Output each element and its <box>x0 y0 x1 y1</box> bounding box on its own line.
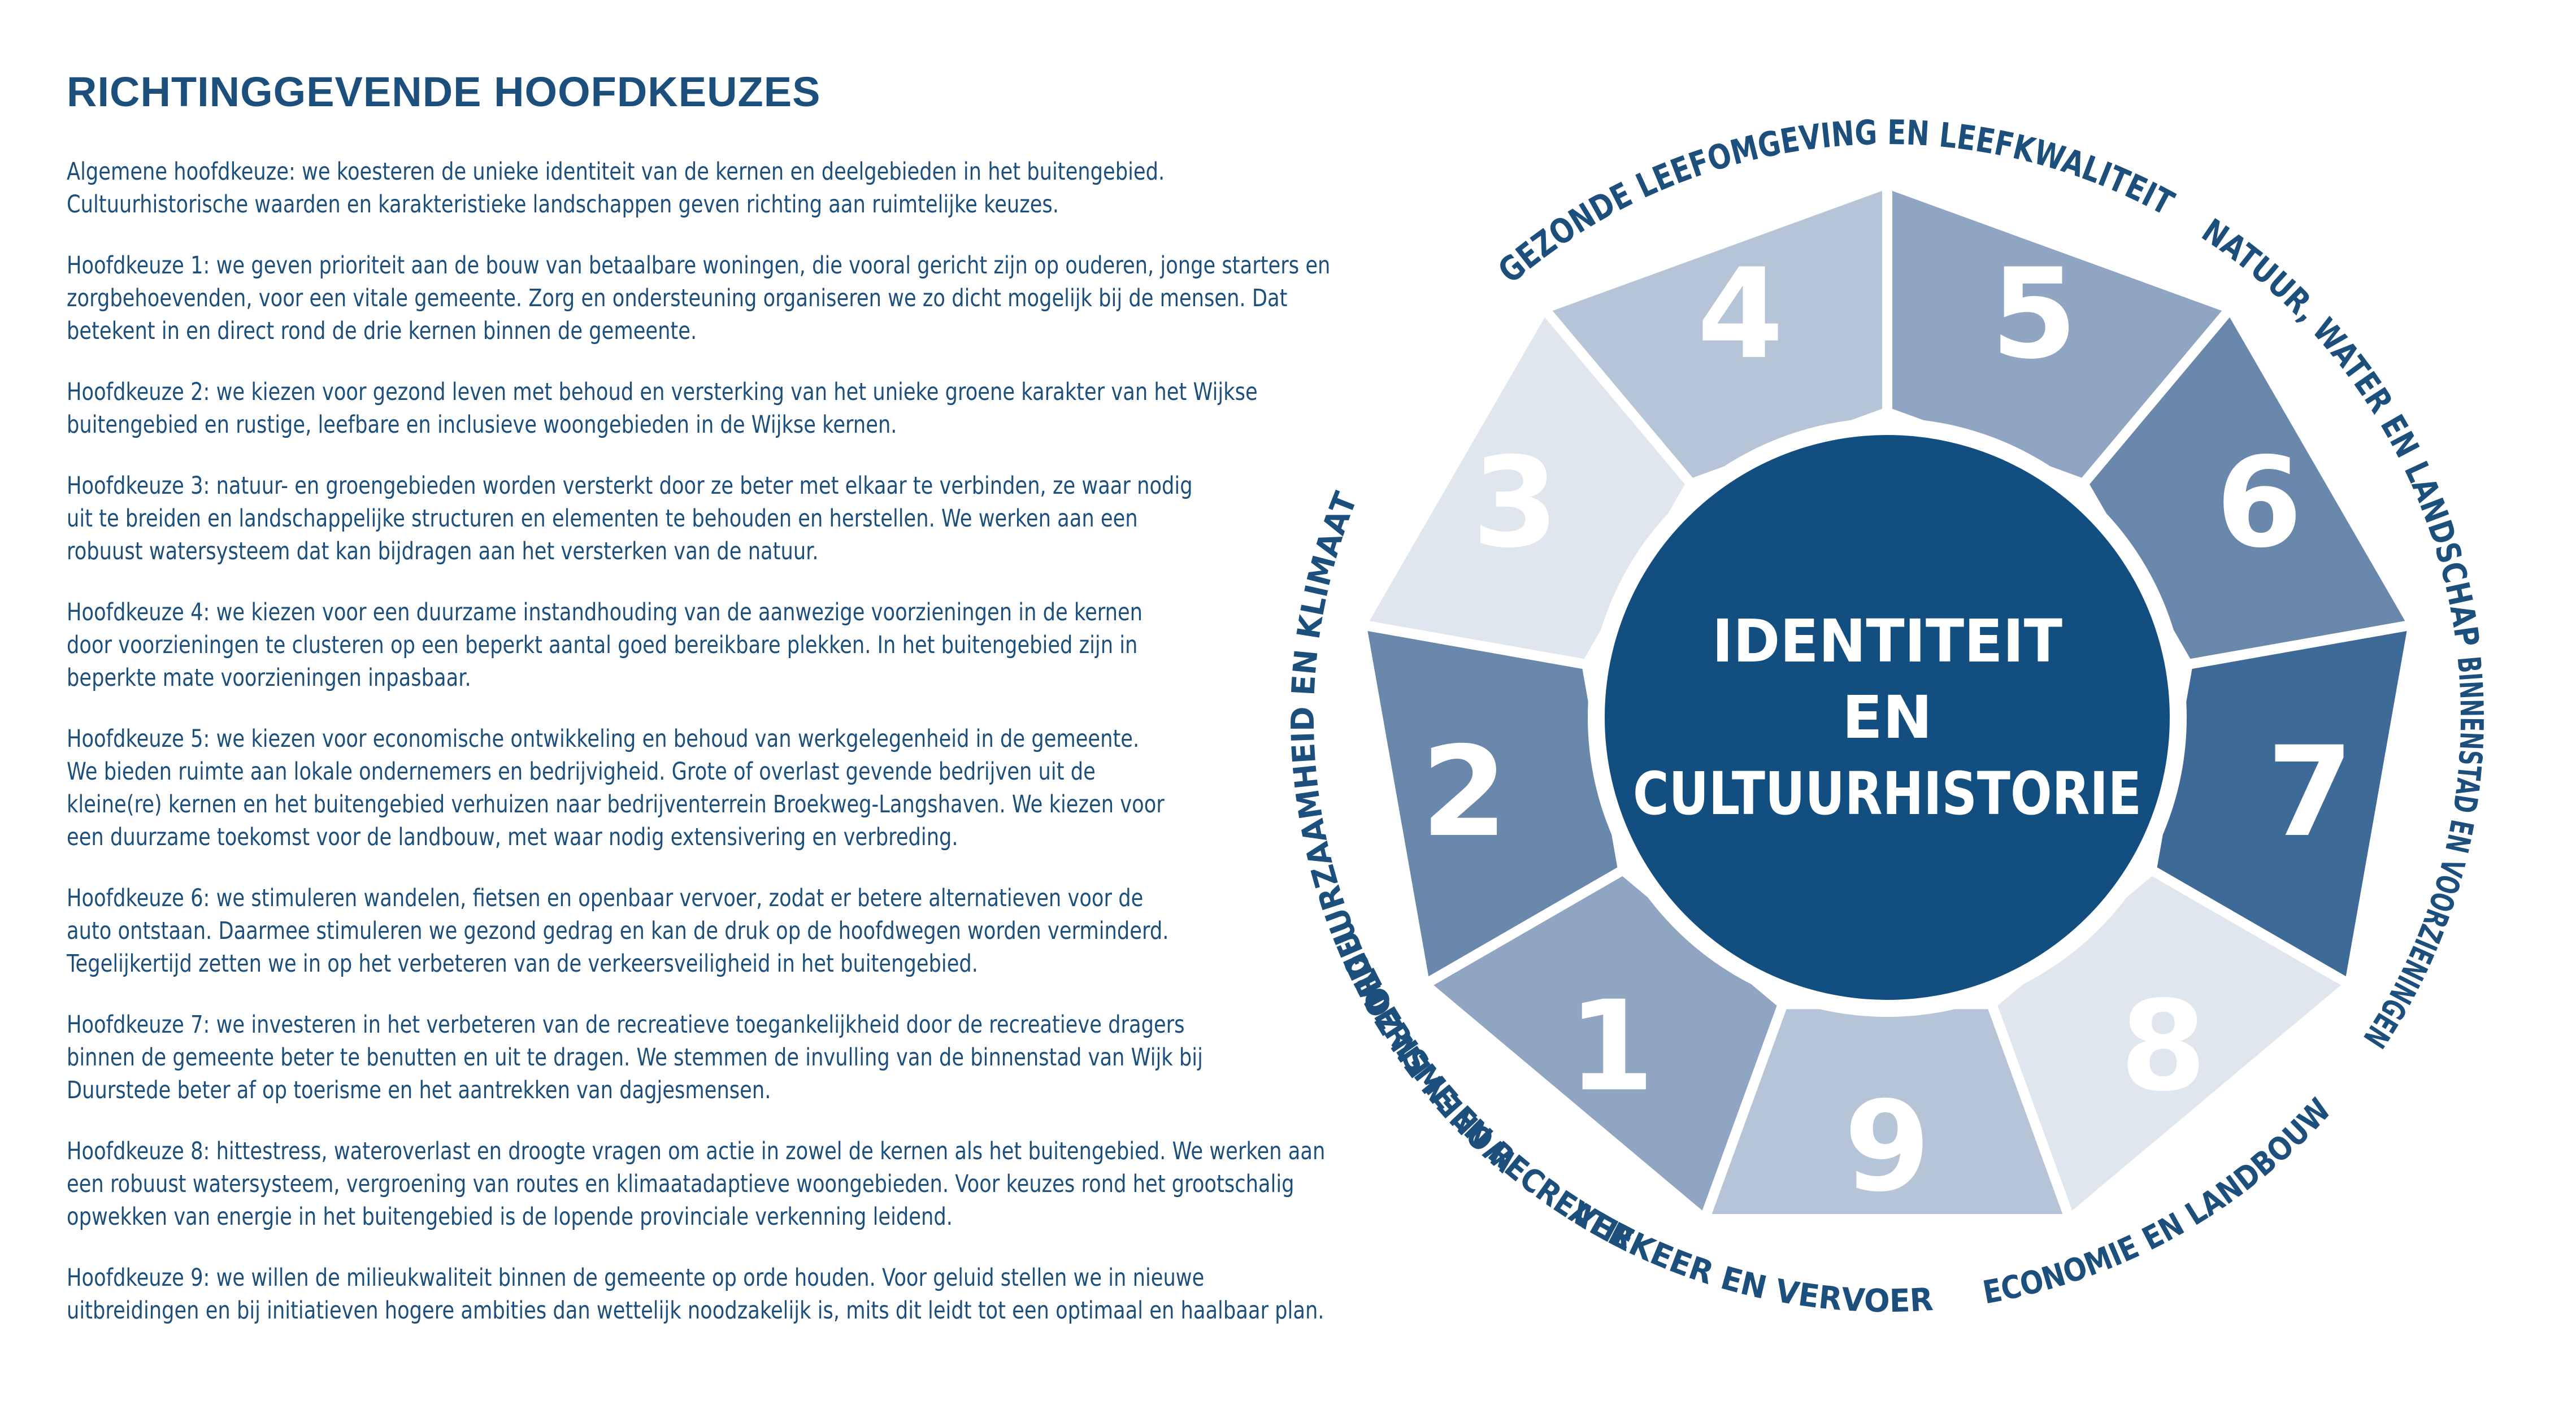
segment-number-3: 3 <box>1472 430 1558 575</box>
paragraph-2: Hoofdkeuze 2: we kiezen voor gezond leve… <box>67 376 1364 441</box>
paragraph-8: Hoofdkeuze 8: hittestress, wateroverlast… <box>67 1135 1364 1233</box>
segment-number-7: 7 <box>2267 720 2353 864</box>
paragraph-9: Hoofdkeuze 9: we willen de milieukwalite… <box>67 1261 1364 1327</box>
center-title-line: CULTUURHISTORIE <box>1633 759 2141 828</box>
paragraph-6: Hoofdkeuze 6: we stimuleren wandelen, fi… <box>67 882 1364 980</box>
paragraph-line: uitbreidingen en bij initiatieven hogere… <box>67 1296 1324 1325</box>
paragraph-line: We bieden ruimte aan lokale ondernemers … <box>67 758 1096 786</box>
paragraph-line: uit te breiden en landschappelijke struc… <box>67 504 1138 533</box>
paragraph-line: zorgbehoevenden, voor een vitale gemeent… <box>67 284 1288 312</box>
segment-number-5: 5 <box>1991 242 2077 386</box>
paragraph-line: binnen de gemeente beter te benutten en … <box>67 1043 1203 1072</box>
segment-number-9: 9 <box>1844 1074 1930 1219</box>
segment-number-8: 8 <box>2120 974 2206 1119</box>
segment-number-6: 6 <box>2216 430 2303 575</box>
paragraph-line: buitengebied en rustige, leefbare en inc… <box>67 411 897 439</box>
paragraph-0: Algemene hoofdkeuze: we koesteren de uni… <box>67 155 1364 221</box>
paragraph-line: Hoofdkeuze 2: we kiezen voor gezond leve… <box>67 378 1258 406</box>
wheel-segments: 12 34 56 78 9 <box>1353 176 2421 1228</box>
paragraph-line: beperkte mate voorzieningen inpasbaar. <box>67 664 471 692</box>
paragraph-line: Hoofdkeuze 9: we willen de milieukwalite… <box>67 1264 1205 1292</box>
paragraph-line: Algemene hoofdkeuze: we koesteren de uni… <box>67 158 1165 186</box>
paragraph-line: een duurzame toekomst voor de landbouw, … <box>67 823 958 851</box>
paragraph-line: auto ontstaan. Daarmee stimuleren we gez… <box>67 917 1169 945</box>
paragraph-line: robuust watersysteem dat kan bijdragen a… <box>67 537 819 565</box>
paragraph-1: Hoofdkeuze 1: we geven prioriteit aan de… <box>67 249 1364 347</box>
paragraph-4: Hoofdkeuze 4: we kiezen voor een duurzam… <box>67 596 1364 694</box>
text-column: RICHTINGGEVENDE HOOFDKEUZES Algemene hoo… <box>67 68 1400 1355</box>
paragraph-line: Hoofdkeuze 1: we geven prioriteit aan de… <box>67 251 1331 280</box>
paragraph-line: Hoofdkeuze 7: we investeren in het verbe… <box>67 1011 1185 1039</box>
paragraph-list: Algemene hoofdkeuze: we koesteren de uni… <box>67 155 1400 1327</box>
paragraph-7: Hoofdkeuze 7: we investeren in het verbe… <box>67 1008 1364 1107</box>
center-circle <box>1605 435 2170 1000</box>
paragraph-line: Cultuurhistorische waarden en karakteris… <box>67 190 1059 219</box>
paragraph-line: Hoofdkeuze 4: we kiezen voor een duurzam… <box>67 598 1143 626</box>
paragraph-line: Duurstede beter af op toerisme en het aa… <box>67 1076 771 1104</box>
paragraph-line: betekent in en direct rond de drie kerne… <box>67 317 697 345</box>
paragraph-line: Hoofdkeuze 8: hittestress, wateroverlast… <box>67 1137 1326 1165</box>
segment-number-1: 1 <box>1568 974 1654 1119</box>
paragraph-line: Hoofdkeuze 6: we stimuleren wandelen, fi… <box>67 884 1144 912</box>
paragraph-5: Hoofdkeuze 5: we kiezen voor economische… <box>67 723 1364 854</box>
paragraph-line: een robuust watersysteem, vergroening va… <box>67 1170 1294 1198</box>
paragraph-line: kleine(re) kernen en het buitengebied ve… <box>67 790 1165 819</box>
paragraph-line: opwekken van energie in het buitengebied… <box>67 1203 953 1231</box>
segment-number-2: 2 <box>1421 720 1508 864</box>
center-title-line: EN <box>1842 683 1932 752</box>
page-title: RICHTINGGEVENDE HOOFDKEUZES <box>67 68 821 115</box>
center-title-line: IDENTITEIT <box>1712 607 2062 676</box>
paragraph-line: Tegelijkertijd zetten we in op het verbe… <box>67 950 979 978</box>
center-title: IDENTITEIT EN CULTUURHISTORIE <box>1633 607 2141 828</box>
paragraph-line: Hoofdkeuze 5: we kiezen voor economische… <box>67 725 1140 753</box>
segment-number-4: 4 <box>1697 242 1784 386</box>
wheel-segment-9 <box>1697 999 2078 1225</box>
paragraph-line: door voorzieningen te clusteren op een b… <box>67 631 1138 659</box>
paragraph-line: Hoofdkeuze 3: natuur- en groengebieden w… <box>67 472 1193 500</box>
paragraph-3: Hoofdkeuze 3: natuur- en groengebieden w… <box>67 469 1364 568</box>
